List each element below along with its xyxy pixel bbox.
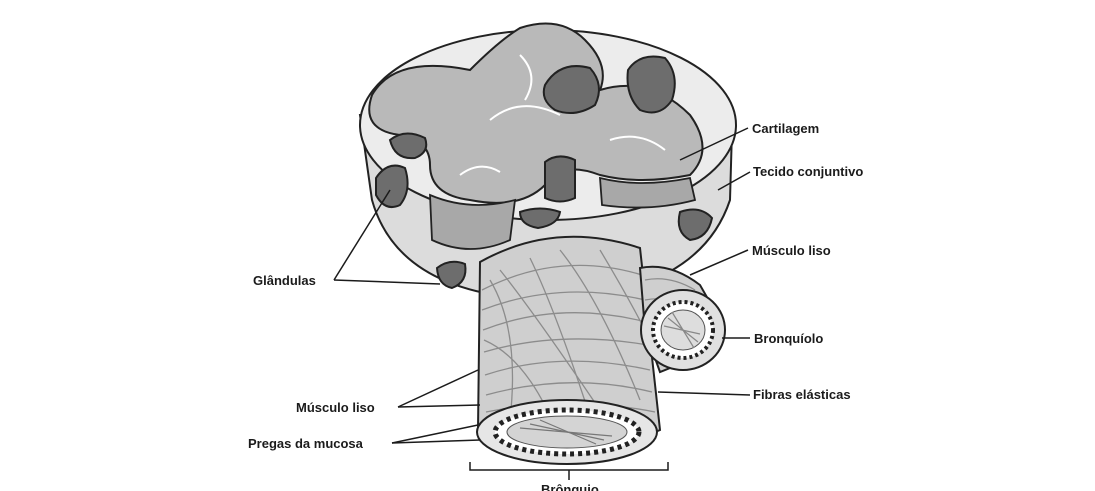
gland	[545, 156, 575, 201]
label-bronquiolo: Bronquíolo	[754, 331, 823, 346]
leader-glandulas-a	[334, 190, 390, 280]
bronchiole-branch	[640, 267, 725, 372]
label-tecido-conjuntivo: Tecido conjuntivo	[753, 164, 863, 179]
leader-musculo-liso-right	[690, 250, 748, 275]
bronchus-lumen	[477, 400, 657, 464]
leader-fibras-elasticas	[658, 392, 750, 395]
label-musculo-liso-right: Músculo liso	[752, 243, 831, 258]
leader-glandulas-b	[334, 280, 440, 284]
leader-musculo-liso-left-b	[398, 405, 480, 407]
label-cartilagem: Cartilagem	[752, 121, 819, 136]
label-glandulas: Glândulas	[253, 273, 316, 288]
label-pregas-da-mucosa: Pregas da mucosa	[248, 436, 364, 451]
gland	[628, 57, 675, 113]
leader-musculo-liso-left-a	[398, 370, 478, 407]
label-fibras-elasticas: Fibras elásticas	[753, 387, 851, 402]
cartilage-front-face	[600, 178, 695, 208]
label-bronquio: Brônquio	[541, 482, 599, 491]
label-musculo-liso-left: Músculo liso	[296, 400, 375, 415]
gland	[376, 166, 408, 208]
